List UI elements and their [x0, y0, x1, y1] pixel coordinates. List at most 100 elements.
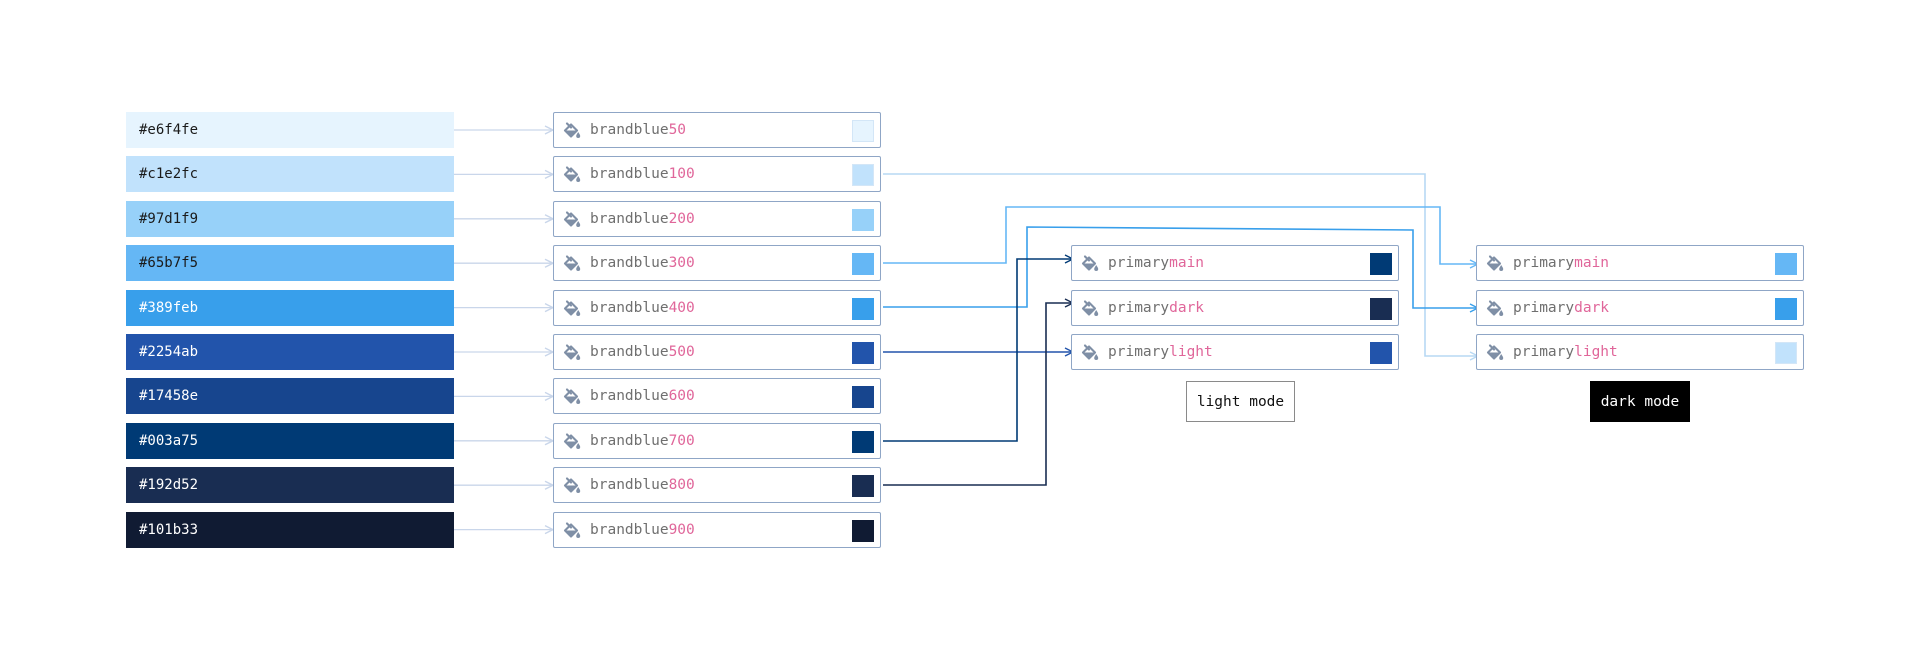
- swatch-hex-label: #192d52: [139, 477, 199, 494]
- token-suffix: dark: [1574, 299, 1610, 316]
- paint-bucket-icon: [562, 342, 582, 362]
- token-name: brandblue: [590, 210, 669, 227]
- color-chip: [852, 519, 874, 542]
- token-name: brandblue: [590, 432, 669, 449]
- token-suffix: 700: [668, 432, 695, 449]
- color-chip: [1775, 253, 1797, 276]
- token-suffix: dark: [1169, 299, 1205, 316]
- palette-swatch: #e6f4fe: [126, 112, 454, 148]
- palette-swatch: #97d1f9: [126, 200, 454, 237]
- palette-swatch: #2254ab: [126, 334, 454, 370]
- token-suffix: light: [1574, 344, 1618, 360]
- token-name: primary: [1108, 344, 1170, 360]
- swatch-hex-label: #003a75: [139, 432, 199, 449]
- token-name: primary: [1108, 299, 1170, 316]
- palette-swatch: #003a75: [126, 422, 454, 459]
- paint-bucket-icon: [562, 520, 582, 540]
- color-chip: [852, 430, 874, 453]
- swatch-hex-label: #e6f4fe: [139, 122, 199, 138]
- paint-bucket-icon: [1485, 298, 1505, 318]
- color-chip: [852, 342, 874, 364]
- paint-bucket-icon: [1080, 342, 1100, 362]
- palette-swatch: #101b33: [126, 511, 454, 548]
- swatch-hex-label: #65b7f5: [139, 255, 199, 272]
- token-name: primary: [1513, 299, 1575, 316]
- token-name: brandblue: [590, 299, 669, 316]
- swatch-hex-label: #c1e2fc: [139, 166, 199, 183]
- token-suffix: 400: [668, 299, 695, 316]
- token-name: primary: [1513, 344, 1575, 360]
- token-name: brandblue: [590, 166, 669, 183]
- palette-swatch: #192d52: [126, 467, 454, 504]
- token-suffix: main: [1169, 255, 1205, 272]
- color-chip: [1370, 253, 1392, 276]
- swatch-hex-label: #101b33: [139, 521, 199, 538]
- token-name: brandblue: [590, 521, 669, 538]
- token-suffix: 900: [668, 521, 695, 538]
- dark-mode-label: dark mode: [1590, 381, 1690, 422]
- color-chip: [1370, 342, 1392, 364]
- token-suffix: 200: [668, 210, 695, 227]
- swatch-hex-label: #97d1f9: [139, 210, 199, 227]
- swatch-hex-label: #389feb: [139, 299, 199, 316]
- token-name: primary: [1108, 255, 1170, 272]
- paint-bucket-icon: [1080, 253, 1100, 273]
- paint-bucket-icon: [562, 253, 582, 273]
- token-suffix: 50: [668, 122, 687, 138]
- color-chip: [1775, 297, 1797, 320]
- token-suffix: 500: [668, 344, 695, 360]
- connector-brandblue700-to-light-primary-main: [883, 259, 1073, 442]
- paint-bucket-icon: [562, 386, 582, 406]
- color-chip: [852, 120, 874, 142]
- swatch-hex-label: #2254ab: [139, 344, 199, 360]
- paint-bucket-icon: [562, 431, 582, 451]
- paint-bucket-icon: [562, 298, 582, 318]
- token-suffix: 300: [668, 255, 695, 272]
- paint-bucket-icon: [562, 120, 582, 140]
- color-chip: [852, 297, 874, 320]
- light-mode-label: light mode: [1186, 381, 1295, 422]
- paint-bucket-icon: [562, 209, 582, 229]
- token-name: brandblue: [590, 122, 669, 138]
- paint-bucket-icon: [1485, 342, 1505, 362]
- token-name: brandblue: [590, 388, 669, 405]
- token-suffix: 100: [668, 166, 695, 183]
- connector-brandblue800-to-light-primary-dark: [883, 303, 1073, 486]
- swatch-hex-label: #17458e: [139, 388, 199, 405]
- color-chip: [1370, 297, 1392, 320]
- color-chip: [852, 164, 874, 187]
- color-chip: [852, 253, 874, 276]
- paint-bucket-icon: [1485, 253, 1505, 273]
- token-name: primary: [1513, 255, 1575, 272]
- color-chip: [852, 386, 874, 409]
- color-chip: [1775, 342, 1797, 364]
- paint-bucket-icon: [562, 475, 582, 495]
- token-name: brandblue: [590, 477, 669, 494]
- paint-bucket-icon: [562, 164, 582, 184]
- paint-bucket-icon: [1080, 298, 1100, 318]
- token-name: brandblue: [590, 344, 669, 360]
- palette-swatch: #65b7f5: [126, 245, 454, 282]
- color-chip: [852, 475, 874, 498]
- connector-brandblue400-to-dark-primary-dark: [883, 226, 1478, 308]
- connector-brandblue100-to-dark-primary-light: [883, 173, 1478, 356]
- token-name: brandblue: [590, 255, 669, 272]
- color-chip: [852, 208, 874, 231]
